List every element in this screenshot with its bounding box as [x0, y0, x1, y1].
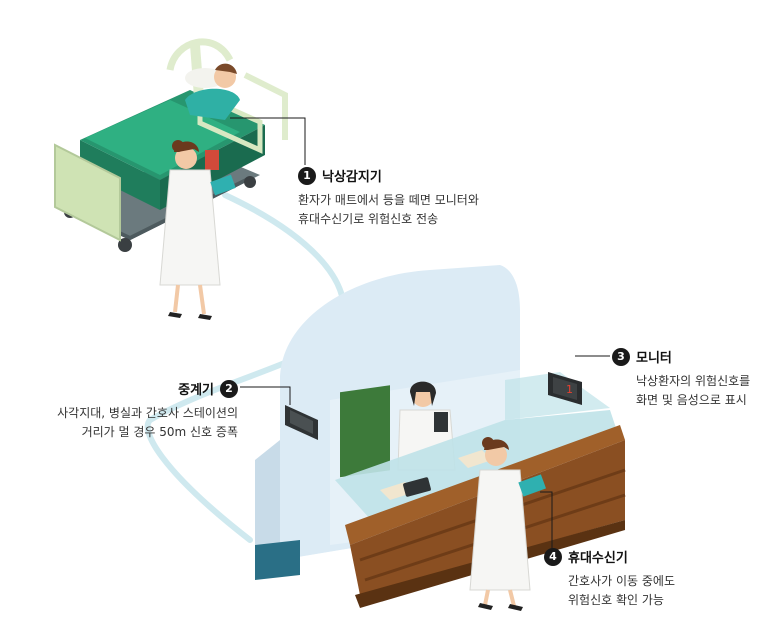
callout-desc-4-line2: 위험신호 확인 가능	[568, 593, 664, 607]
callout-desc-1-line1: 환자가 매트에서 등을 떼면 모니터와	[298, 193, 479, 207]
callout-repeater: 중계기 2 사각지대, 병실과 간호사 스테이션의 거리가 멀 경우 50m 신호…	[0, 378, 238, 442]
monitor-display-number: 1	[566, 383, 573, 396]
callout-title-3: 모니터	[636, 351, 672, 366]
callout-desc-3-line1: 낙상환자의 위험신호를	[636, 374, 751, 388]
alarm-monitor: 1	[548, 372, 582, 405]
callout-monitor: 3 모니터 낙상환자의 위험신호를 화면 및 음성으로 표시	[612, 346, 750, 410]
callout-desc-2: 사각지대, 병실과 간호사 스테이션의 거리가 멀 경우 50m 신호 증폭	[0, 404, 238, 442]
callout-desc-4-line1: 간호사가 이동 중에도	[568, 574, 675, 588]
callout-title-1: 낙상감지기	[322, 170, 382, 185]
callout-desc-3: 낙상환자의 위험신호를 화면 및 음성으로 표시	[636, 372, 750, 410]
callout-number-1: 1	[298, 166, 316, 185]
nurse-with-receiver	[469, 437, 547, 611]
signal-cable	[144, 192, 347, 543]
callout-number-4: 4	[544, 547, 562, 566]
callout-number-3: 3	[612, 347, 630, 366]
callout-fall-sensor: 1 낙상감지기 환자가 매트에서 등을 떼면 모니터와 휴대수신기로 위험신호 전…	[298, 165, 479, 229]
callout-desc-4: 간호사가 이동 중에도 위험신호 확인 가능	[568, 572, 675, 610]
leader-line-1	[230, 117, 306, 165]
callout-desc-3-line2: 화면 및 음성으로 표시	[636, 393, 747, 407]
nurse-at-bed	[159, 140, 236, 320]
repeater-device	[285, 405, 318, 440]
callout-number-2: 2	[220, 379, 238, 398]
callout-title-2: 중계기	[178, 383, 214, 398]
callout-desc-2-line2: 거리가 멀 경우 50m 신호 증폭	[81, 425, 238, 439]
leader-line-4	[540, 491, 553, 548]
callout-title-4: 휴대수신기	[568, 551, 628, 566]
callout-desc-1: 환자가 매트에서 등을 떼면 모니터와 휴대수신기로 위험신호 전송	[298, 191, 479, 229]
callout-desc-2-line1: 사각지대, 병실과 간호사 스테이션의	[57, 406, 238, 420]
callout-portable-receiver: 4 휴대수신기 간호사가 이동 중에도 위험신호 확인 가능	[544, 546, 675, 610]
leader-line-2	[240, 386, 291, 405]
callout-desc-1-line2: 휴대수신기로 위험신호 전송	[298, 212, 439, 226]
